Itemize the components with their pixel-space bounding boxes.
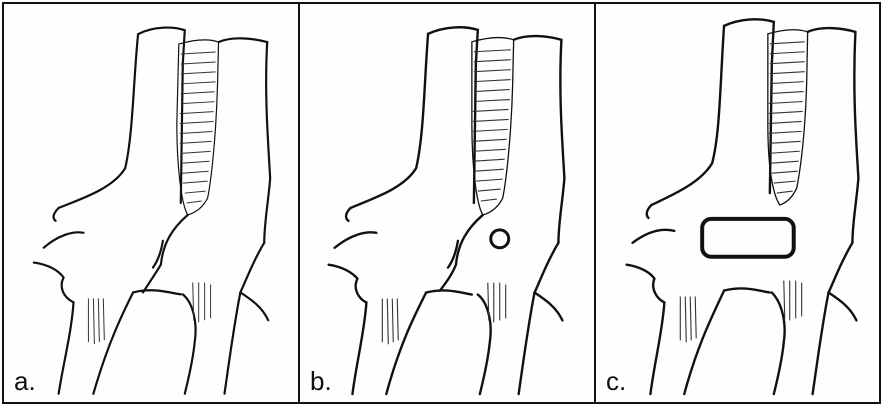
hatch-a bbox=[88, 52, 215, 344]
panel-a: a. bbox=[2, 2, 300, 404]
bone-drawing-b bbox=[300, 4, 594, 402]
panel-label-a: a. bbox=[14, 368, 36, 394]
panel-label-b: b. bbox=[310, 368, 332, 394]
panel-label-c: c. bbox=[606, 368, 626, 394]
panel-c: c. bbox=[596, 2, 881, 404]
panel-b: b. bbox=[300, 2, 596, 404]
rectangular-defect bbox=[702, 219, 794, 257]
circular-defect bbox=[491, 230, 509, 248]
bone-drawing-c bbox=[596, 4, 879, 402]
bone-drawing-a bbox=[4, 4, 298, 402]
